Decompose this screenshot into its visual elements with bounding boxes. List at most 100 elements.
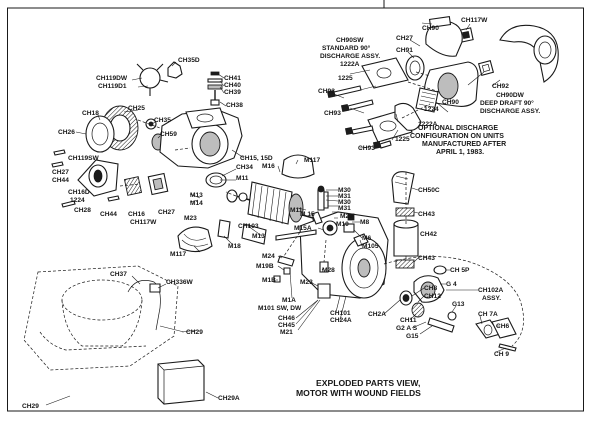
label-ch24a: CH24A	[330, 317, 352, 324]
label-m16-top: M16	[262, 163, 275, 170]
label-ch103: CH103	[238, 223, 259, 230]
label-m23-right: M23	[300, 279, 313, 286]
optional-discharge-group	[326, 16, 559, 150]
label-ch44-left: CH44	[52, 177, 69, 184]
ch29a-container-part	[157, 359, 205, 405]
label-m8: M8	[360, 219, 369, 226]
pump-head-group	[51, 61, 243, 208]
bowl-rim	[61, 279, 143, 321]
label-m117-bot: M117	[170, 251, 186, 258]
label-ch119sw: CH119SW	[68, 155, 100, 162]
label-ch9: CH 9	[494, 351, 509, 358]
label-ch46: CH46	[278, 315, 295, 322]
label-m101: M101 SW, DW	[258, 305, 302, 312]
label-ch29-right: CH29	[186, 329, 203, 336]
label-ch35: CH35	[154, 117, 171, 124]
label-m15: M 15	[300, 211, 315, 218]
label-ch8: CH8	[424, 285, 438, 292]
seal-stack-ch38-ch41	[207, 71, 223, 106]
label-ch50c: CH50C	[418, 187, 440, 194]
label-ch90sw-assy: DISCHARGE ASSY.	[320, 53, 380, 60]
label-g13: G13	[452, 301, 465, 308]
label-ch119d1: CH119D1	[98, 83, 127, 90]
label-ch90-top: CH90	[422, 25, 439, 32]
label-ch42: CH42	[420, 231, 437, 238]
label-ch27-top: CH27	[396, 35, 413, 42]
label-ch90sw: CH90SW	[336, 37, 364, 44]
label-ch90sw-desc: STANDARD 90°	[322, 44, 371, 52]
label-m11-a: M11	[236, 175, 249, 182]
label-ch102a: CH102A	[478, 287, 504, 294]
label-m19b: M19B	[256, 263, 274, 270]
ch43-coupling-bottom	[395, 259, 415, 269]
label-ch26: CH26	[58, 129, 75, 136]
label-ch44-b: CH44	[100, 211, 117, 218]
flange-plate-1222a	[361, 57, 409, 89]
label-ch6: CH6	[496, 323, 510, 330]
label-m31-a: M31	[338, 193, 351, 200]
label-1222a-bot: 1222A	[418, 121, 438, 128]
label-ch43-bot: CH43	[418, 255, 435, 262]
label-m23-left: M23	[184, 215, 197, 222]
label-m21: M21	[280, 329, 293, 336]
ch18-part	[85, 115, 115, 153]
label-ch39: CH39	[224, 89, 241, 96]
label-m11-b: M11	[290, 207, 303, 214]
label-ch117w-top: CH117W	[461, 17, 488, 24]
label-m18: M18	[228, 243, 241, 250]
label-m15a: M15A	[294, 225, 312, 232]
label-ch90dw-assy: DISCHARGE ASSY.	[480, 108, 540, 115]
label-m30-a: M30	[338, 187, 351, 194]
label-ch336w: CH336W	[166, 279, 194, 286]
m11-armature-part	[235, 181, 321, 225]
label-ch18: CH18	[82, 110, 99, 117]
label-ch102a-assy: ASSY.	[482, 295, 501, 302]
part-labels: CH90SW STANDARD 90° DISCHARGE ASSY. CH11…	[22, 17, 540, 410]
ch42-tube-part	[393, 223, 419, 257]
label-ch27-left: CH27	[52, 169, 69, 176]
m117-field-plate-top	[281, 154, 315, 179]
label-ch93-b: CH93	[324, 110, 341, 117]
label-m13-a: M13	[190, 192, 203, 199]
label-ch29-left: CH29	[22, 403, 39, 410]
note-line1: OPTIONAL DISCHARGE	[418, 125, 498, 132]
label-m1a: M1A	[282, 297, 296, 304]
label-ch11: CH11	[400, 317, 417, 324]
label-m31-b: M31	[338, 205, 351, 212]
label-m30-b: M30	[338, 199, 351, 206]
bowl-body	[61, 299, 143, 347]
m117-field-coil-lower	[177, 226, 213, 253]
ch90-elbow-part	[425, 21, 463, 57]
ch119dw-impeller-part	[139, 67, 161, 89]
label-ch41: CH41	[224, 75, 241, 82]
ch43-coupling-top	[395, 207, 415, 217]
label-g4: G 4	[446, 281, 457, 288]
label-1225-top: 1225	[338, 75, 353, 82]
right-column-group	[383, 171, 524, 352]
label-g2as: G2 A S	[396, 325, 418, 332]
label-ch93-c: CH93	[358, 145, 375, 152]
toilet-bowl-group	[23, 265, 205, 405]
label-g15: G15	[406, 333, 419, 340]
label-ch29a: CH29A	[218, 395, 240, 402]
label-ch101: CH101	[330, 310, 351, 317]
note-line3: MANUFACTURED AFTER	[422, 141, 506, 148]
ch35d-impeller-part	[167, 61, 183, 79]
label-ch117w-left: CH117W	[130, 219, 157, 226]
label-ch90dw-desc: DEEP DRAFT 90°	[480, 99, 534, 107]
label-ch93-a: CH93	[318, 88, 335, 95]
label-m105: M105	[362, 243, 379, 250]
m101-bracket-part	[275, 229, 317, 241]
label-ch2a: CH2A	[368, 311, 386, 318]
leader-lines	[45, 22, 507, 406]
label-m1b: M1B	[262, 277, 276, 284]
label-m14: M14	[190, 200, 203, 207]
label-ch27-b: CH27	[158, 209, 175, 216]
caption-line1: EXPLODED PARTS VIEW,	[316, 378, 420, 388]
ch50c-elbow-part	[391, 171, 415, 205]
label-1224: 1224	[424, 106, 439, 113]
label-m13-b: M13	[252, 233, 265, 240]
label-ch43-top: CH43	[418, 211, 435, 218]
ch103-field-part	[241, 223, 267, 245]
